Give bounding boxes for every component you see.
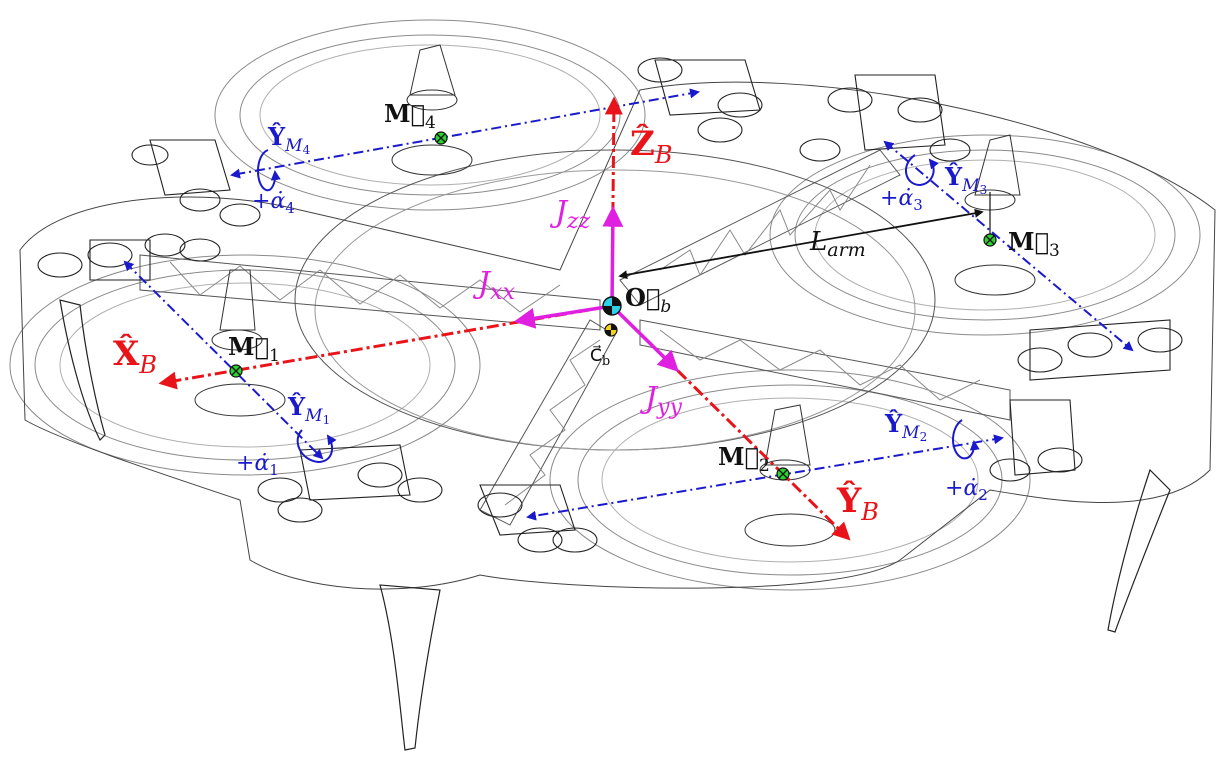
motor-marker-2 [776,467,790,481]
axis-ym1 [123,260,324,460]
label-zb: ẐB [630,123,672,169]
origin-marker [602,296,622,316]
label-xb: X̂B [113,333,157,379]
label-m2: M⃗2 [718,442,770,476]
label-cb: C⃗b [590,345,610,369]
axis-ym4 [230,88,700,179]
cog-marker [604,323,618,337]
label-m4: M⃗4 [384,99,436,133]
arc-alpha3 [905,154,939,187]
arrow-jxx [513,304,613,329]
label-yb: ŶB [836,480,879,526]
landing-legs [59,299,1171,751]
servo-blocks [37,57,1183,553]
motor-marker-4 [434,131,448,145]
larm-dimension [618,192,991,280]
larm-arrow [618,208,984,280]
motor-tilt-axes [123,88,1134,521]
label-ym3: ŶM3 [944,162,987,197]
label-jxx: Jxx [472,266,515,305]
label-alpha3: +α̇3 [880,186,923,214]
label-alpha1: +α̇1 [236,451,279,479]
label-ym2: ŶM2 [884,409,927,444]
label-larm: Larm [809,227,866,261]
label-m3: M⃗3 [1008,227,1060,261]
axis-ym2 [526,434,1004,521]
guard-ring-3 [769,134,1201,336]
guard-ring-1 [9,254,481,476]
label-ym4: ŶM4 [267,122,311,157]
axis-ym3 [883,140,1134,352]
motor-marker-1 [229,364,243,378]
frame-drawing [9,19,1216,751]
label-alpha4: +α̇4 [252,189,295,217]
arrow-jzz [602,205,624,307]
label-jzz: Jzz [549,195,591,234]
label-ym1: ŶM1 [287,392,330,427]
arc-alpha1 [296,429,337,464]
arc-alpha4 [257,149,281,192]
motor-marker-3 [983,233,997,247]
arc-alpha2 [952,419,980,460]
body-axes [158,96,851,541]
label-ob: O⃗b [625,283,671,317]
rotation-arcs [257,149,980,464]
label-m1: M⃗1 [228,332,280,366]
arrow-jyy [610,304,679,372]
label-alpha2: +α̇2 [945,476,988,504]
